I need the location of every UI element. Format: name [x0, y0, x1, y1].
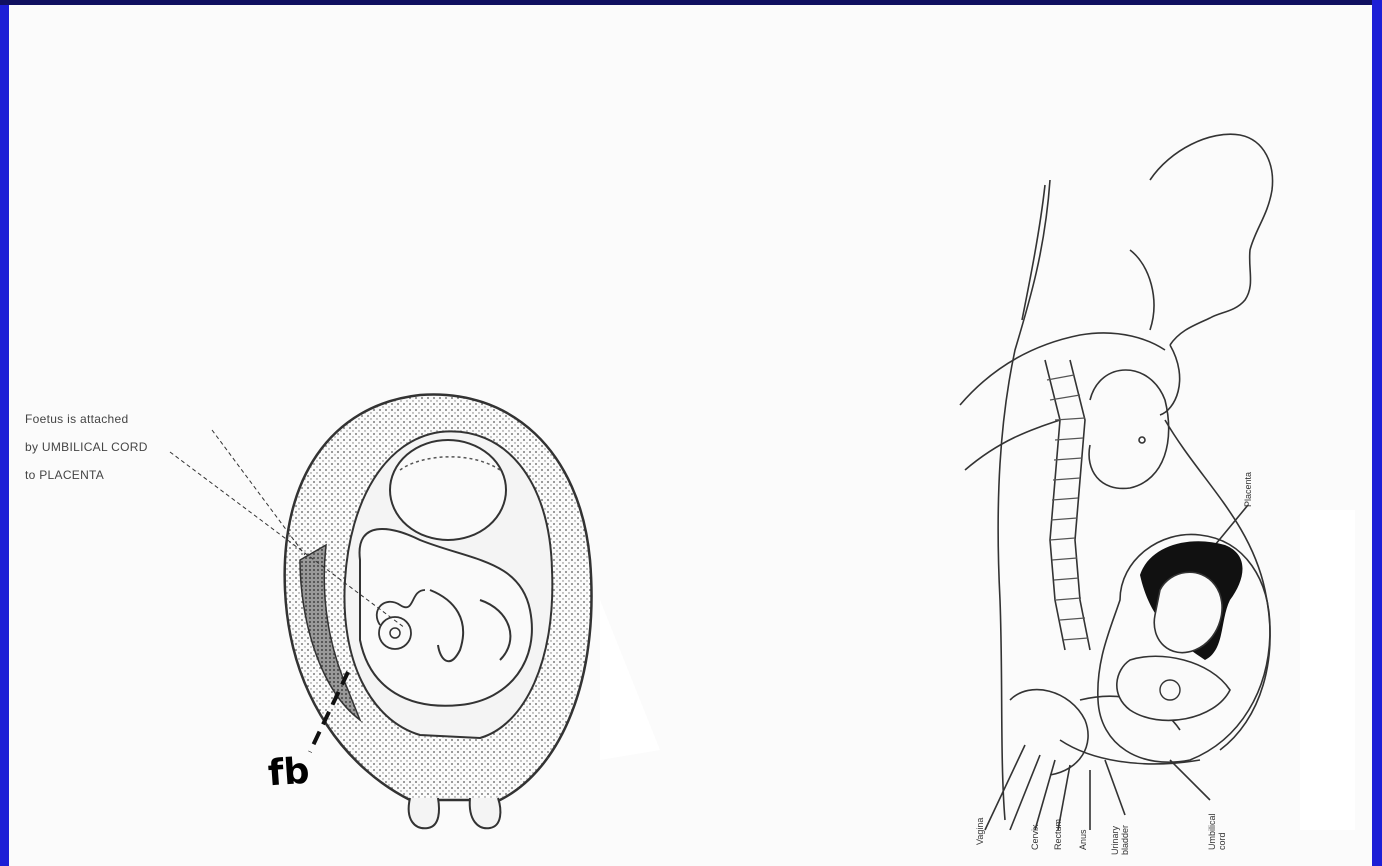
callout-line-2: by UMBILICAL CORD — [25, 440, 148, 454]
label-umbilical-cord: Umbilical cord — [1207, 795, 1227, 850]
foetus-head — [390, 440, 506, 540]
breast — [1089, 370, 1169, 488]
handwritten-label-fb: fb — [267, 751, 311, 795]
head — [1150, 134, 1273, 345]
label-anus: Anus — [1078, 805, 1088, 850]
label-cervix: Cervix — [1030, 805, 1040, 850]
callout-line-3: to PLACENTA — [25, 468, 148, 482]
label-vagina: Vagina — [975, 800, 985, 845]
callout-line-1: Foetus is attached — [25, 412, 148, 426]
label-rectum: Rectum — [1053, 805, 1063, 850]
label-urinary-bladder: Urinary bladder — [1110, 805, 1130, 855]
callout-umbilical-cord: Foetus is attached by UMBILICAL CORD to … — [25, 398, 148, 496]
cervix — [409, 798, 439, 828]
umbilical-cord-loop — [379, 617, 411, 649]
pregnant-woman-diagram — [960, 134, 1273, 830]
label-placenta: Placenta — [1243, 452, 1253, 507]
cervix-2 — [470, 798, 501, 828]
